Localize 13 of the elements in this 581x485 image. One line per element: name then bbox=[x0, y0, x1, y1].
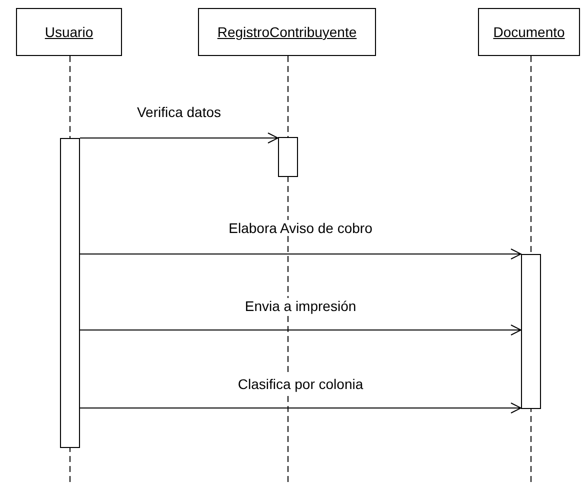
edge-label: Elabora Aviso de cobro bbox=[226, 220, 374, 236]
object-box: Documento bbox=[478, 8, 580, 56]
object-box: Usuario bbox=[16, 8, 122, 56]
object-box: RegistroContribuyente bbox=[198, 8, 376, 56]
edge-label: Clasifica por colonia bbox=[236, 376, 366, 392]
message-arrow bbox=[80, 132, 278, 144]
message-arrow bbox=[80, 324, 522, 336]
message-arrow bbox=[80, 248, 522, 260]
activation-bar bbox=[60, 138, 80, 448]
activation-bar bbox=[278, 137, 298, 177]
message-arrow bbox=[80, 402, 522, 414]
activation-bar bbox=[521, 254, 541, 409]
edge-label: Verifica datos bbox=[134, 104, 224, 120]
